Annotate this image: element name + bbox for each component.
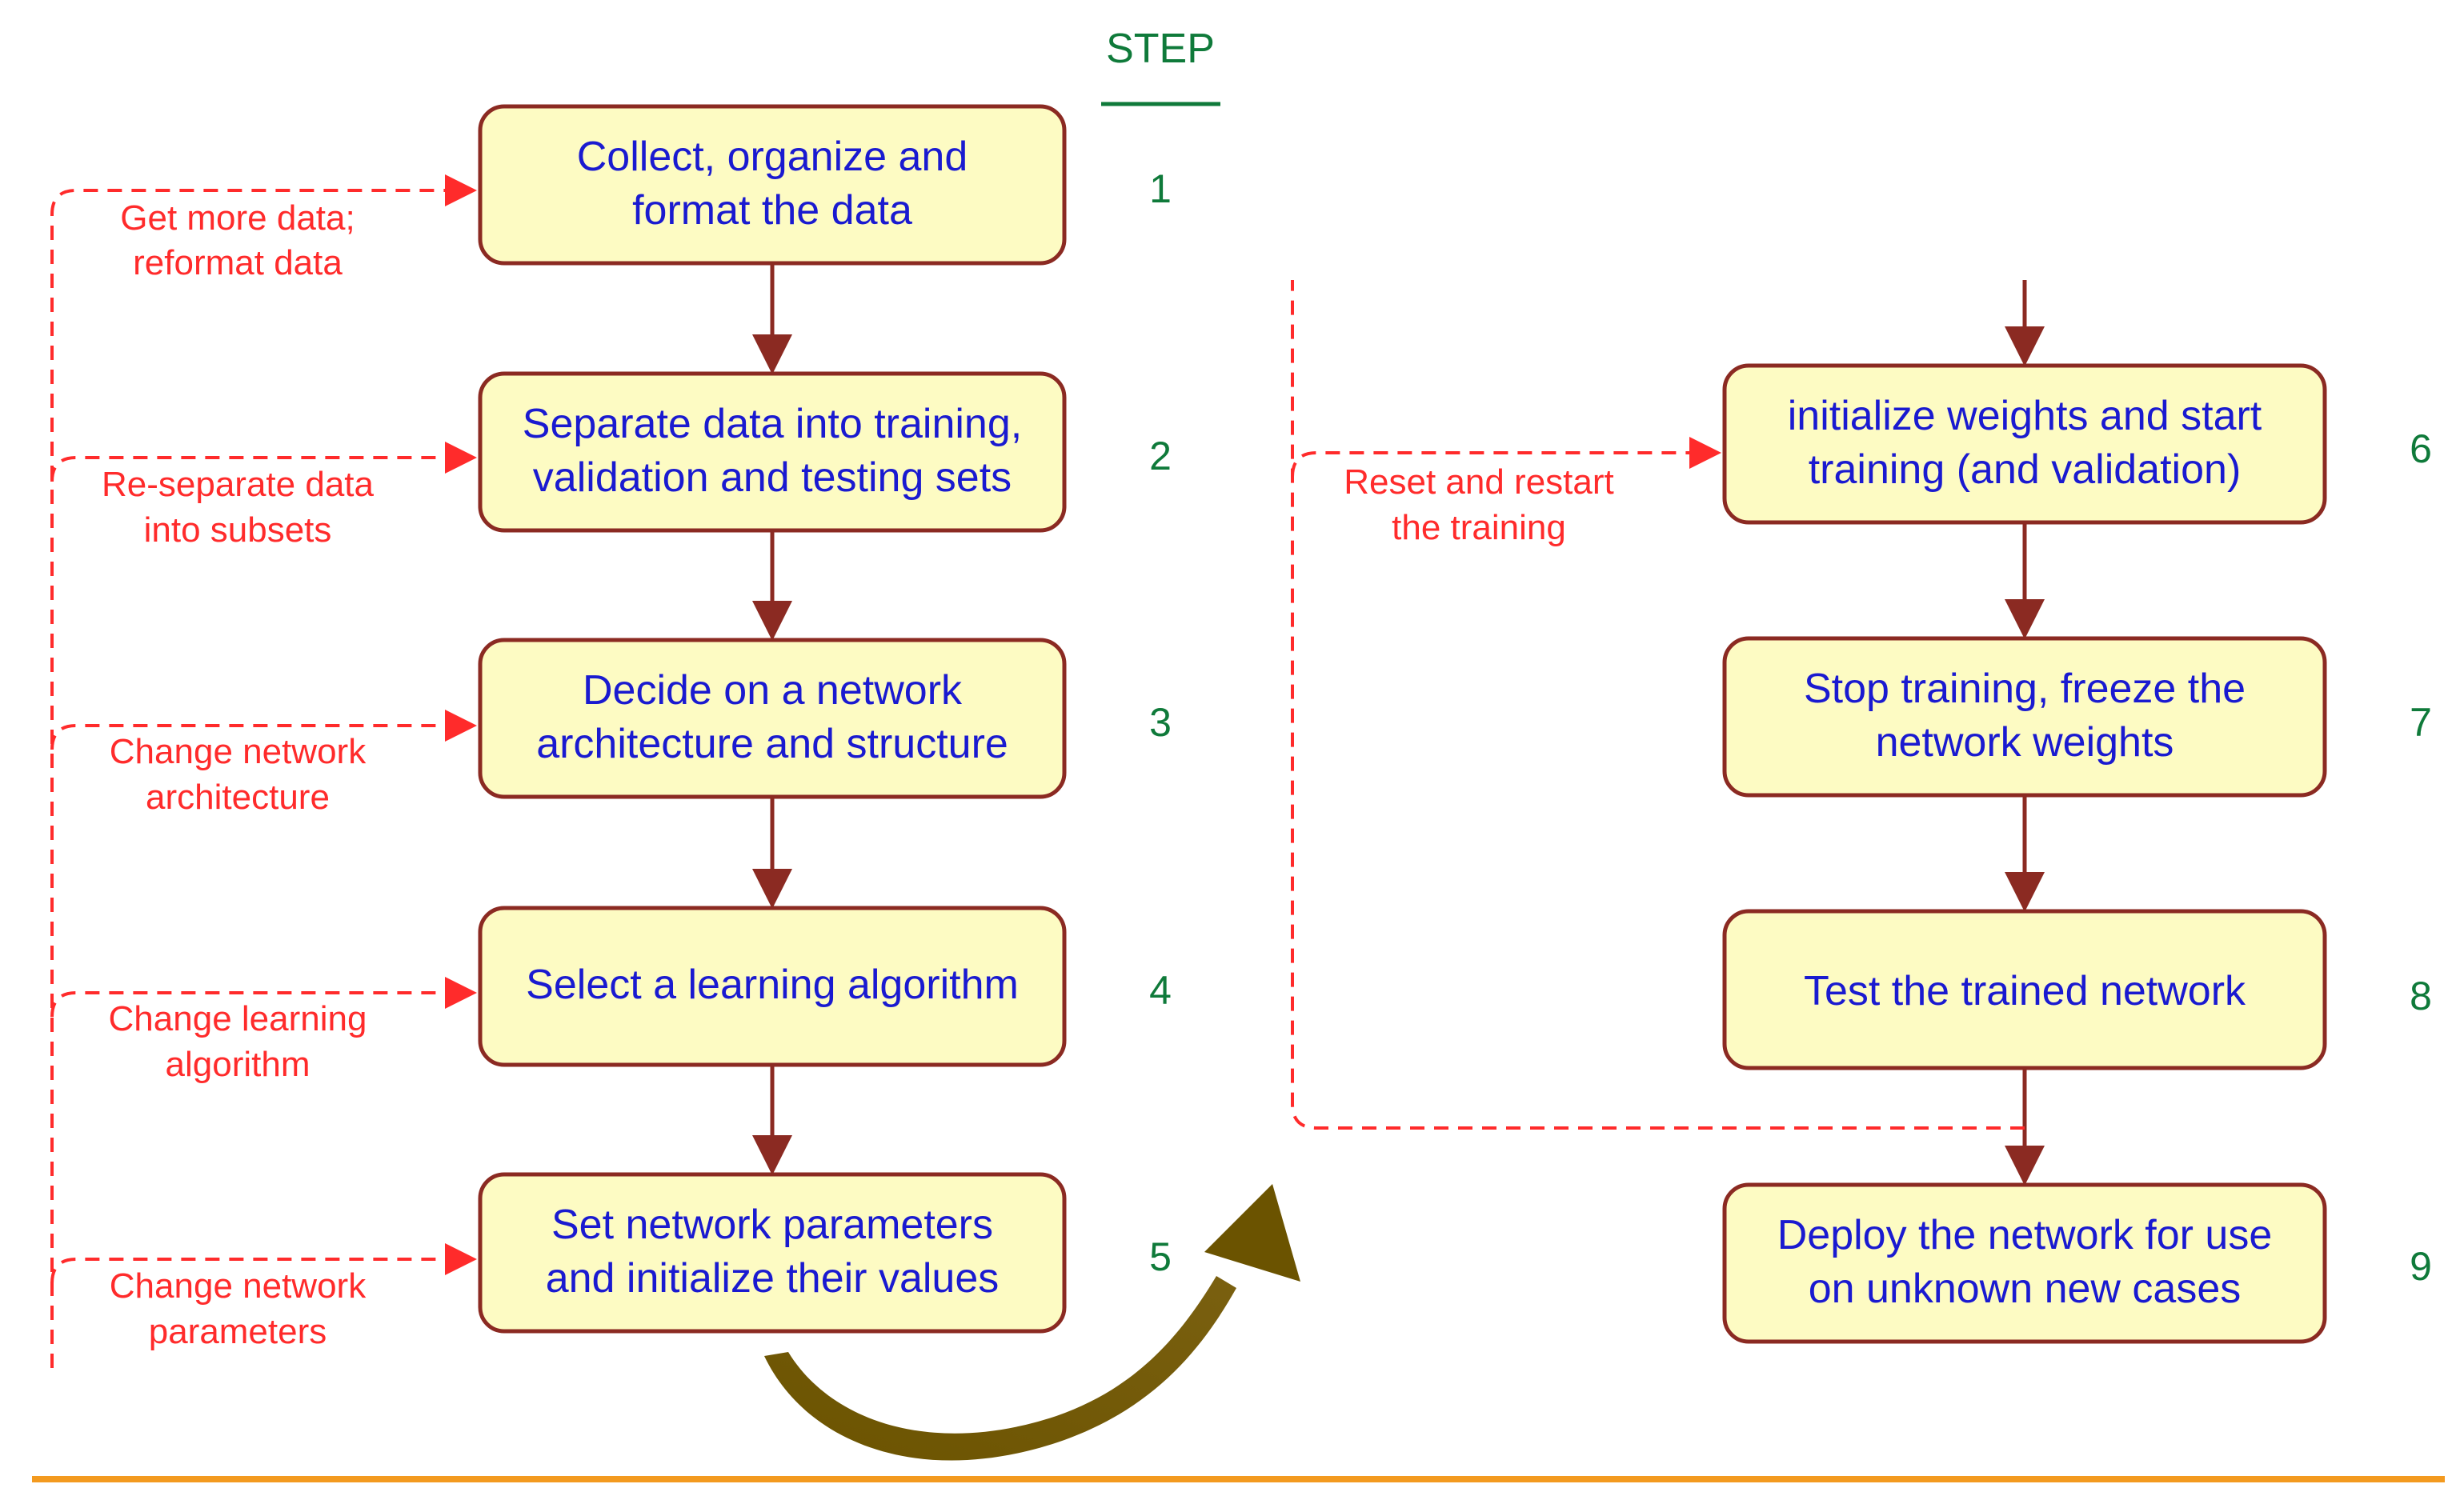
step-9-line-1: Deploy the network for use [1777,1212,2273,1258]
feedback-label-4: Change learning algorithm [109,999,367,1084]
step-7-group: Stop training, freeze the network weight… [1722,636,2432,798]
step-9-box[interactable] [1722,1182,2327,1344]
left-feedback-loop [50,174,477,1368]
step-2-line-1: Separate data into training, [523,401,1022,447]
step-1-number: 1 [1149,166,1172,211]
left-feedback-spine [50,174,477,1368]
transition-arrow-head [1204,1184,1300,1282]
step-7-line-2: network weights [1876,719,2174,766]
step-9-line-2: on unknown new cases [1809,1266,2242,1312]
feedback-label-2-line-1: Re-separate data [102,465,375,504]
step-8-line-1: Test the trained network [1804,968,2246,1014]
step-2-line-2: validation and testing sets [533,454,1012,501]
feedback-label-4-line-1: Change learning [109,999,367,1038]
feedback-label-5-line-1: Change network [110,1266,367,1306]
step-6-number: 6 [2410,426,2432,471]
step-6-box[interactable] [1722,363,2327,525]
step-4-group: Select a learning algorithm 4 [478,906,1172,1067]
step-3-box[interactable] [478,638,1067,799]
step-9-number: 9 [2410,1244,2432,1289]
right-feedback-return [1291,280,2025,1130]
right-feedback-branch-6 [1291,437,1721,478]
step-7-number: 7 [2410,700,2432,745]
feedback-label-5-line-2: parameters [149,1312,327,1351]
step-6-line-1: initialize weights and start [1788,393,2262,439]
step-2-number: 2 [1149,434,1172,478]
feedback-label-3: Change network architecture [110,732,367,817]
feedback-label-6: Reset and restart the training [1344,462,1614,547]
step-4-number: 4 [1149,968,1172,1013]
step-5-number: 5 [1149,1234,1172,1279]
feedback-label-5: Change network parameters [110,1266,367,1351]
step-5-line-2: and initialize their values [546,1255,1000,1302]
feedback-label-6-line-1: Reset and restart [1344,462,1614,502]
step-9-group: Deploy the network for use on unknown ne… [1722,1182,2432,1344]
feedback-label-1-line-2: reformat data [133,243,343,282]
feedback-label-2-line-2: into subsets [144,510,332,550]
feedback-label-2: Re-separate data into subsets [102,465,375,550]
right-feedback-loop [1291,280,2025,1130]
left-feedback-branch-5 [50,1243,477,1284]
step-1-group: Collect, organize and format the data 1 [478,104,1172,266]
feedback-label-4-line-2: algorithm [166,1045,311,1084]
step-3-number: 3 [1149,700,1172,745]
step-3-line-1: Decide on a network [583,667,963,714]
step-2-box[interactable] [478,371,1067,533]
step-1-box[interactable] [478,104,1067,266]
step-7-line-1: Stop training, freeze the [1804,666,2246,712]
left-feedback-branch-3 [50,710,477,750]
step-8-number: 8 [2410,974,2432,1018]
step-1-line-1: Collect, organize and [577,134,968,180]
step-5-line-1: Set network parameters [551,1202,993,1248]
step-1-line-2: format the data [632,187,912,234]
step-4-line-1: Select a learning algorithm [526,962,1019,1008]
feedback-label-1-line-1: Get more data; [120,198,355,238]
step-7-box[interactable] [1722,636,2327,798]
step-3-group: Decide on a network architecture and str… [478,638,1172,799]
step-2-group: Separate data into training, validation … [478,371,1172,533]
transition-arrow-body [764,1276,1236,1461]
feedback-label-3-line-2: architecture [146,778,330,817]
step-header: STEP [1106,26,1215,72]
feedback-label-1: Get more data; reformat data [120,198,355,282]
step-8-group: Test the trained network 8 [1722,909,2432,1070]
step-6-line-2: training (and validation) [1809,446,2242,493]
step-5-group: Set network parameters and initialize th… [478,1172,1172,1334]
feedback-label-3-line-1: Change network [110,732,367,771]
step-5-box[interactable] [478,1172,1067,1334]
left-feedback-branch-4 [50,977,477,1018]
left-feedback-branch-2 [50,442,477,482]
transition-arrow [764,1184,1300,1461]
step-6-group: initialize weights and start training (a… [1722,363,2432,525]
feedback-label-6-line-2: the training [1392,508,1566,547]
step-3-line-2: architecture and structure [536,721,1008,767]
